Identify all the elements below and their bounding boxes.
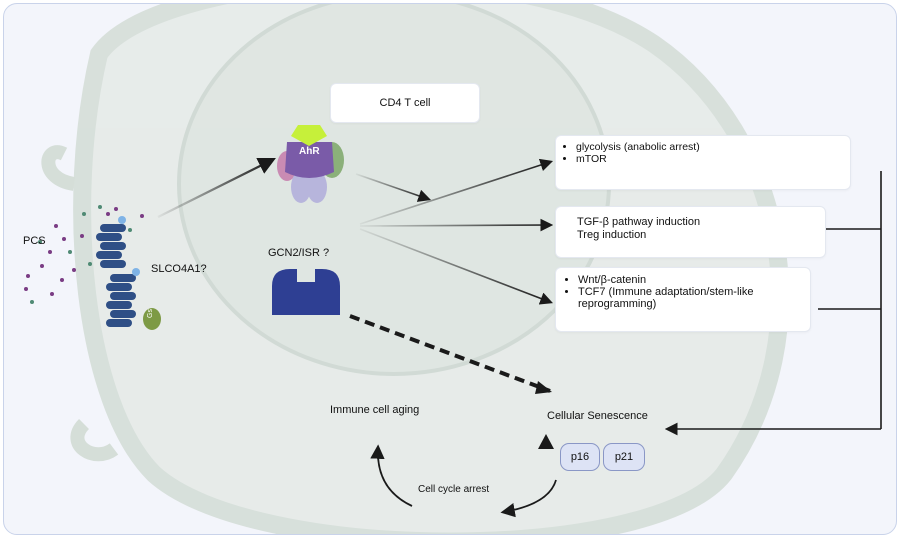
arrow-pcs-to-ahr xyxy=(157,158,276,218)
arrow-ahr-down xyxy=(355,173,432,202)
wnt-text: Wnt/β-catenin TCF7 (Immune adaptation/st… xyxy=(567,274,795,310)
wnt-list: Wnt/β-catenin TCF7 (Immune adaptation/st… xyxy=(567,274,795,310)
arrow-to-wnt xyxy=(359,228,553,305)
wnt-item-catenin: Wnt/β-catenin xyxy=(578,274,795,286)
arrow-gcn2-head xyxy=(535,381,552,394)
metabolic-list: glycolysis (anabolic arrest) mTOR xyxy=(565,141,825,165)
arrow-gcn2-senescence xyxy=(349,314,551,393)
gcn2-label: GCN2/ISR ? xyxy=(268,247,330,259)
metabolic-item-mtor: mTOR xyxy=(576,153,825,165)
tgf-line-1: TGF-β pathway induction xyxy=(577,216,701,228)
ahr-receptor xyxy=(277,125,344,203)
gs-label: Gs xyxy=(146,309,154,318)
arrow-aging-curve xyxy=(370,444,413,507)
slco4a1-transporter xyxy=(96,216,140,327)
tgf-line-2: Treg induction xyxy=(577,229,647,241)
pcs-molecules xyxy=(24,205,144,304)
gcn2-shape xyxy=(272,269,340,315)
cell-cycle-arrest-label: Cell cycle arrest xyxy=(418,484,490,495)
senescence-label: Cellular Senescence xyxy=(547,410,648,422)
arrow-to-metabolic xyxy=(359,158,554,225)
wnt-box xyxy=(555,267,811,332)
diagram-frame: CD4 T cell PCS SLCO4A1? AhR Gs GCN2/ISR … xyxy=(3,3,897,535)
arrow-cycle-curve-right xyxy=(500,479,557,518)
receptor-label: AhR xyxy=(299,146,320,157)
tgf-text: TGF-β pathway induction Treg induction xyxy=(577,216,817,242)
transporter-label: SLCO4A1? xyxy=(151,263,207,275)
cell-title-box: CD4 T cell xyxy=(330,83,480,123)
nucleus xyxy=(177,4,611,376)
arrow-to-tgf xyxy=(359,218,554,232)
marker-p21: p21 xyxy=(603,443,645,471)
immune-aging-label: Immune cell aging xyxy=(330,404,420,416)
arrow-markers-up-head xyxy=(538,434,554,449)
metabolic-text: glycolysis (anabolic arrest) mTOR xyxy=(565,141,825,165)
marker-p16: p16 xyxy=(560,443,600,471)
wnt-item-tcf7: TCF7 (Immune adaptation/stem-like reprog… xyxy=(578,286,795,310)
metabolic-box xyxy=(555,135,851,190)
gs-protein xyxy=(143,308,161,330)
cell-title: CD4 T cell xyxy=(379,97,431,109)
tgf-box xyxy=(555,206,826,258)
pcs-label: PCS xyxy=(23,235,46,247)
metabolic-item-glycolysis: glycolysis (anabolic arrest) xyxy=(576,141,825,153)
